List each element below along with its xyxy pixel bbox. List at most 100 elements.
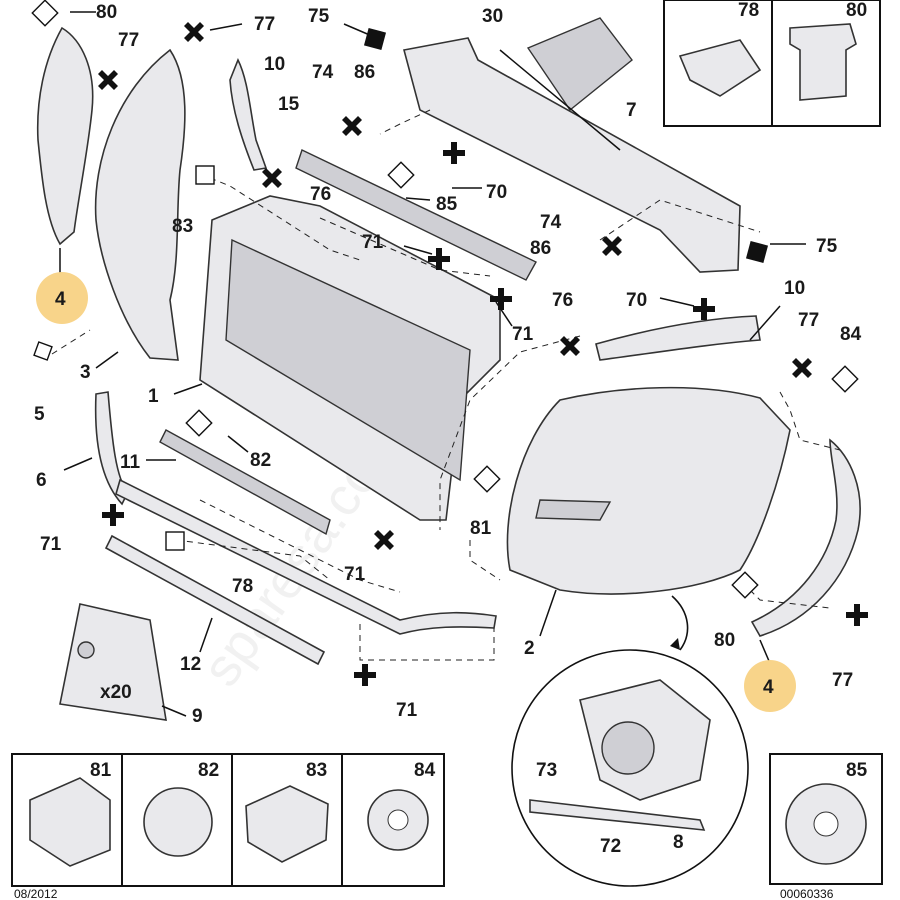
label-82-mid: 82 [250,450,271,471]
label-12: 12 [180,654,201,675]
label-2: 2 [524,638,535,659]
bolt-71-bottom-icon [354,664,376,686]
label-3: 3 [80,362,91,383]
footer-doc-number: 00060336 [780,887,834,900]
label-8: 8 [673,832,684,853]
fastener-markers [98,22,868,686]
inset-81-num: 81 [90,760,112,781]
label-71-left: 71 [40,534,62,555]
part-12-lower-strip [104,534,326,666]
label-7: 7 [626,100,637,121]
label-70-top: 70 [486,182,507,203]
inset-bottom-right: 85 [769,753,883,885]
screw-71-center-icon [374,530,394,550]
bolt-70-top-icon [443,142,465,164]
label-10-top: 10 [264,54,285,75]
inset-bottom-left: 81 82 83 84 [11,753,445,887]
label-77-topleft: 77 [118,30,139,51]
label-76-top: 76 [310,184,331,205]
inset-82-num: 82 [198,760,219,781]
screw-86-icon [342,116,362,136]
screw-77-left-icon [98,70,118,90]
label-70-right: 70 [626,290,647,311]
label-30: 30 [482,6,503,27]
inset-85-num: 85 [846,760,868,781]
part-4-left-flare [36,26,94,246]
clip-78-icon [678,39,762,97]
assembly-dashed-lines [51,109,841,661]
label-5: 5 [34,404,45,425]
label-74-right: 74 [540,212,562,233]
inset-top-right: 78 80 [663,0,881,127]
inset-84-num: 84 [414,760,436,781]
label-4-right: 4 [763,677,774,698]
label-77-top: 77 [254,14,275,35]
inset-80-num: 80 [846,0,867,21]
part-9-bracket [59,603,167,721]
highlight-4-right [744,660,796,712]
screw-76-icon [262,168,282,188]
label-83: 83 [172,216,193,237]
label-71-mid: 71 [362,232,384,253]
part-11-lower-grille [159,429,331,536]
clip-81-icon [29,777,111,867]
clip-75-top-icon [363,27,387,51]
fog-lamp-icon [601,721,655,775]
clip-83-icon [245,785,329,863]
label-75-right: 75 [816,236,838,257]
part-4-right-flare [750,438,861,637]
screw-77-right-icon [792,358,812,378]
label-81-mid: 81 [470,518,492,539]
part-10-right-trim [595,315,761,361]
label-86-top: 86 [354,62,375,83]
label-71-bottom: 71 [396,700,418,721]
label-84-right: 84 [840,324,862,345]
footer-date-code: 08/2012 [14,887,58,900]
part-30-pad [526,17,633,112]
highlight-4-left [36,272,88,324]
bolt-71-mid-icon [428,248,450,270]
bolt-71-right-icon [490,288,512,310]
screw-86-right-icon [602,236,622,256]
bolt-icon [77,641,95,659]
part-15-grille [295,149,537,281]
part-10-top-trim [229,58,268,171]
part-labels: 80 77 77 75 30 10 74 86 15 7 70 83 76 85… [34,2,862,857]
label-9: 9 [192,706,203,727]
label-74-top: 74 [312,62,334,83]
label-86-right: 86 [530,238,551,259]
screw-77-icon [184,22,204,42]
label-72: 72 [600,836,621,857]
label-73: 73 [536,760,557,781]
clip-75-right-icon [745,240,769,264]
reference-diamonds [31,0,859,599]
label-4-left: 4 [55,289,66,310]
disc-82-icon [143,787,213,857]
part-1-frame-opening [225,238,471,482]
part-7-crossbeam [403,37,741,273]
label-75-top: 75 [308,6,330,27]
label-10-right: 10 [784,278,805,299]
bolt-77-bottom-icon [846,604,868,626]
part-2-fog-opening [535,499,612,521]
label-78-mid: 78 [232,576,253,597]
nut-80-icon [789,23,857,101]
part-2-bumper [506,386,791,595]
label-76-right: 76 [552,290,573,311]
label-85-mid: 85 [436,194,458,215]
label-x20: x20 [100,682,132,703]
label-77-right: 77 [798,310,819,331]
part-3-side-panel [94,48,186,361]
inset-83-num: 83 [306,760,327,781]
detail-callout [511,595,749,887]
label-80-top: 80 [96,2,117,23]
label-80-right: 80 [714,630,735,651]
label-1: 1 [148,386,159,407]
label-6: 6 [36,470,47,491]
label-71-center: 71 [344,564,366,585]
bolt-70-right-icon [693,298,715,320]
screw-76-right-icon [560,336,580,356]
label-77-bottom: 77 [832,670,853,691]
